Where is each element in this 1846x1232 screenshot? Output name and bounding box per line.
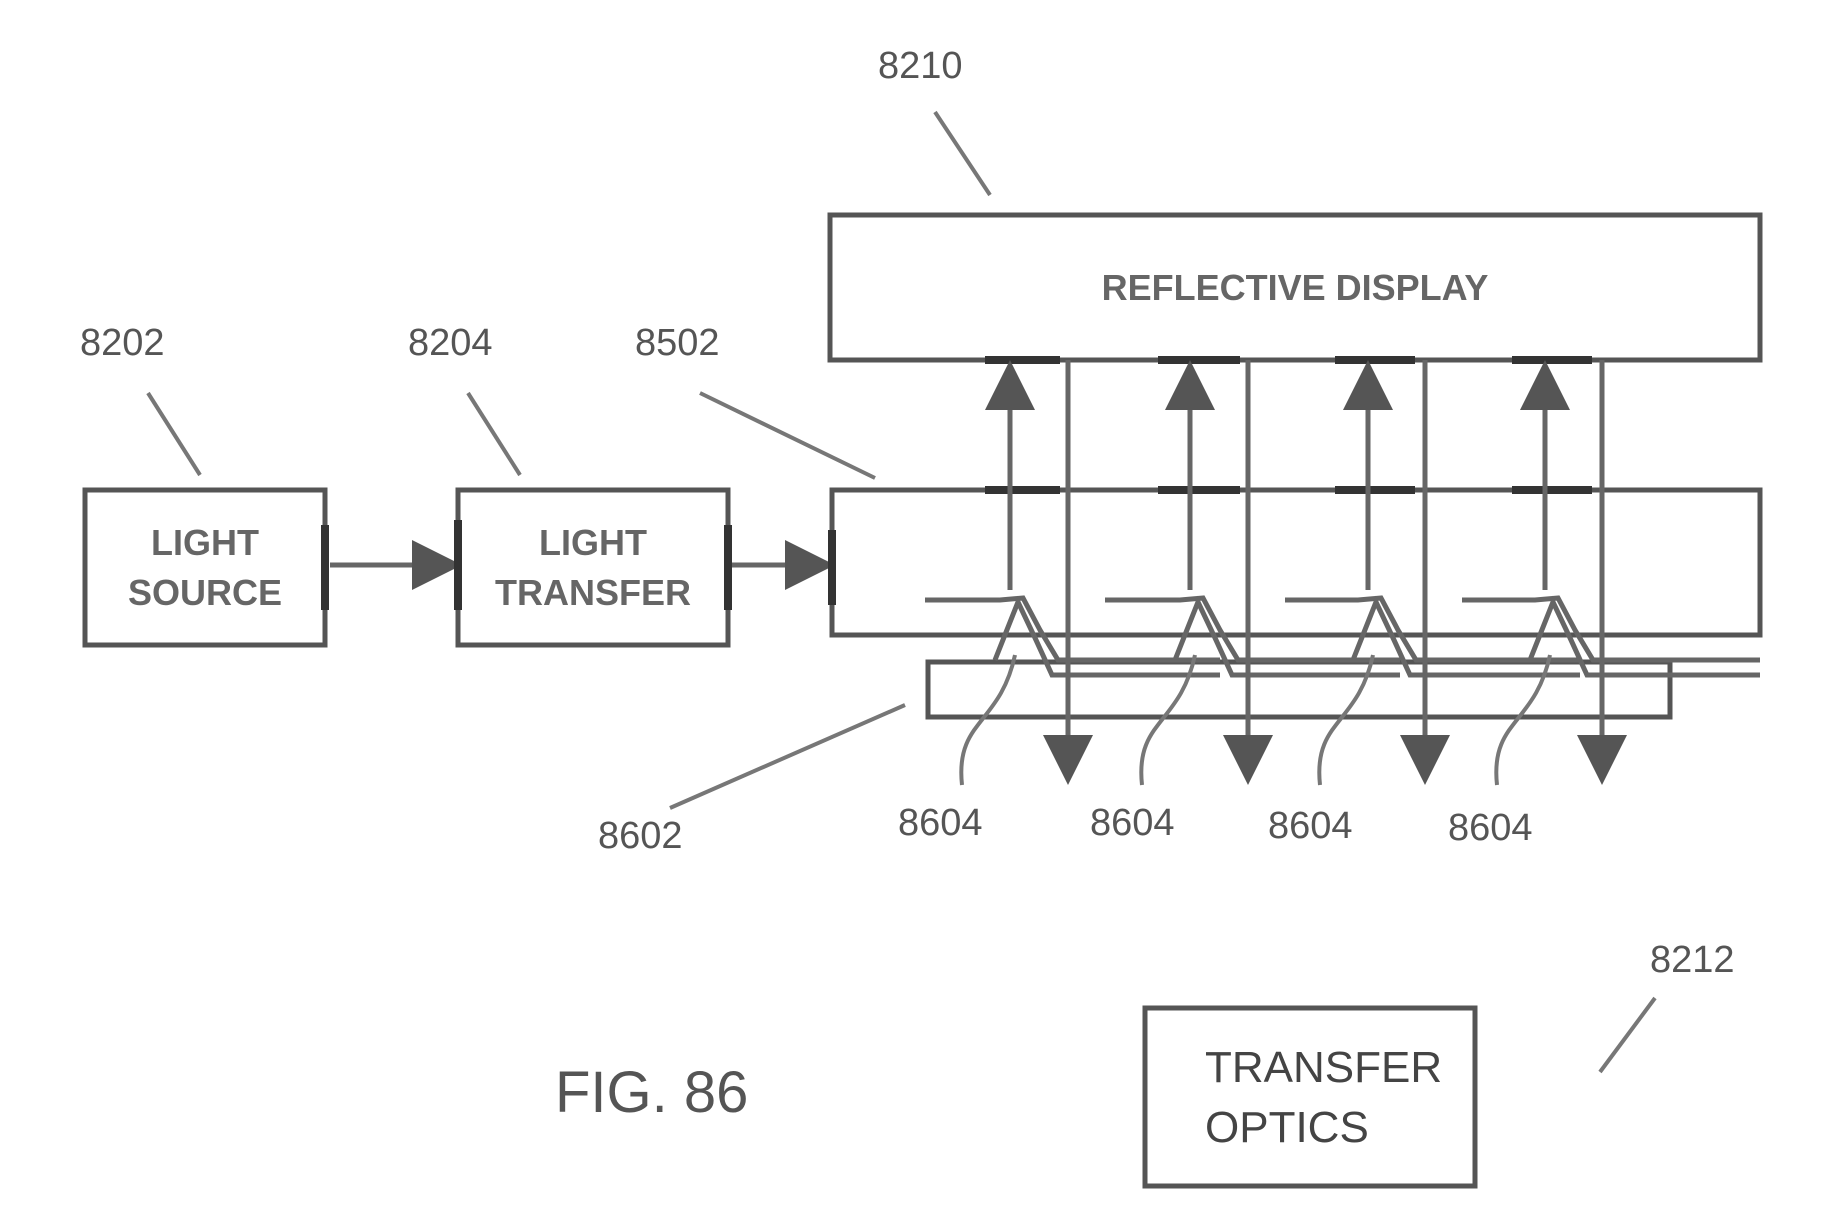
- light-source-box: LIGHT SOURCE: [85, 490, 325, 645]
- reflective-display-label: REFLECTIVE DISPLAY: [1102, 267, 1489, 308]
- ref-8604-4: 8604: [1448, 807, 1533, 849]
- ref-8502: 8502: [635, 322, 720, 364]
- figure-title: FIG. 86: [555, 1060, 748, 1125]
- light-transfer-box: LIGHT TRANSFER: [458, 490, 728, 645]
- leader-8204: [468, 393, 520, 475]
- leader-8602: [670, 705, 905, 808]
- light-transfer-label-line2: TRANSFER: [495, 572, 691, 613]
- leader-8210: [935, 112, 990, 195]
- reflective-display-box: REFLECTIVE DISPLAY: [830, 215, 1760, 360]
- ref-8604-3: 8604: [1268, 805, 1353, 847]
- leader-8502: [700, 393, 875, 478]
- light-source-label-line2: SOURCE: [128, 572, 282, 613]
- leader-8212: [1600, 998, 1655, 1072]
- ref-8210: 8210: [878, 45, 963, 87]
- ref-8604-1: 8604: [898, 802, 983, 844]
- waveguide-box: [832, 490, 1760, 635]
- ref-8602: 8602: [598, 815, 683, 857]
- film-8602-box: [928, 662, 1670, 717]
- ref-8204: 8204: [408, 322, 493, 364]
- ref-8202: 8202: [80, 322, 165, 364]
- transfer-optics-label-line2: OPTICS: [1205, 1103, 1369, 1152]
- ref-8212: 8212: [1650, 939, 1735, 981]
- light-source-label-line1: LIGHT: [151, 522, 259, 563]
- transfer-optics-label-line1: TRANSFER: [1205, 1043, 1442, 1092]
- light-transfer-label-line1: LIGHT: [539, 522, 647, 563]
- transfer-optics-box: TRANSFER OPTICS: [1145, 1008, 1475, 1186]
- leader-8202: [148, 393, 200, 475]
- ref-8604-2: 8604: [1090, 802, 1175, 844]
